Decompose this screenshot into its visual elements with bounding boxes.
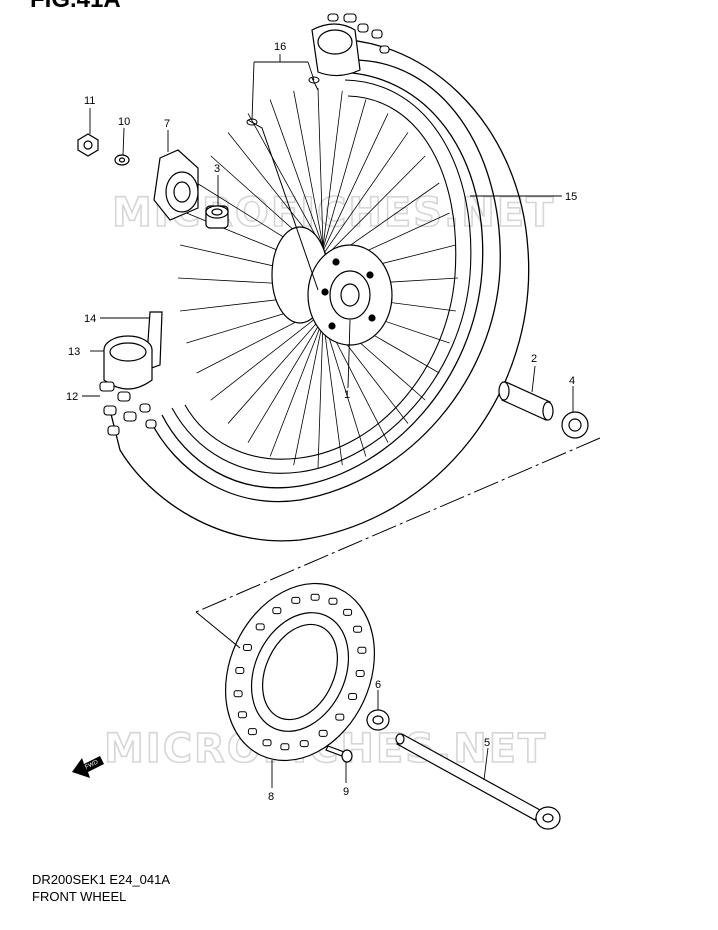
callout-labels: 16 11 10 7 3 15 14 13 12 1 2 4 6 5 8 9: [66, 41, 577, 803]
bearing-4: [561, 411, 589, 439]
leader-lines: [82, 54, 574, 788]
disc-hole: [237, 711, 247, 719]
spoke: [309, 132, 409, 275]
disc-screw-9: [325, 745, 353, 763]
callout-3: 3: [214, 163, 220, 175]
disc-hole: [247, 728, 257, 736]
callout-10: 10: [118, 116, 130, 128]
callout-4: 4: [569, 375, 575, 387]
rim-lock-top: [311, 23, 361, 77]
disc-hole: [299, 740, 309, 748]
tire-tread: [99, 13, 390, 436]
disc-hole: [291, 596, 301, 604]
callout-7: 7: [164, 118, 170, 130]
nut-11: [77, 133, 99, 157]
callout-14: 14: [84, 313, 96, 325]
disc-hole: [343, 608, 353, 616]
disc-hole: [357, 646, 367, 654]
hub: [271, 226, 393, 346]
disc-hole: [318, 729, 328, 737]
fwd-label: FWD: [84, 759, 100, 770]
figure-title: FIG.41A: [30, 0, 121, 14]
washer-10: [114, 154, 130, 166]
tire: [109, 38, 530, 542]
brake-disc-holes: [233, 593, 367, 751]
callout-6: 6: [375, 679, 381, 691]
callout-8: 8: [268, 791, 274, 803]
callout-2: 2: [531, 353, 537, 365]
disc-hole: [348, 693, 358, 701]
disc-hole: [242, 643, 252, 651]
diagram-code: DR200SEK1 E24_041A: [32, 872, 171, 887]
diagram-name: FRONT WHEEL: [32, 889, 127, 904]
axle-5: [395, 733, 561, 830]
rim-band-and-tube: [103, 311, 163, 390]
disc-hole: [272, 607, 282, 615]
disc-hole: [310, 593, 320, 601]
callout-15: 15: [565, 191, 577, 203]
collar-6: [366, 709, 390, 731]
callout-13: 13: [68, 346, 80, 358]
fwd-arrow-icon: FWD: [72, 756, 104, 778]
callout-9: 9: [343, 786, 349, 798]
disc-hole: [328, 597, 338, 605]
disc-hole: [255, 623, 265, 631]
disc-hole: [262, 739, 272, 747]
assembly-guide-lines: [195, 437, 601, 649]
callout-1: 1: [344, 389, 350, 401]
disc-hole: [235, 667, 245, 675]
speedometer-gearbox-7: [153, 149, 199, 221]
callout-11: 11: [84, 95, 95, 107]
disc-hole: [280, 743, 290, 751]
callout-16: 16: [274, 41, 286, 53]
callout-12: 12: [66, 391, 78, 403]
disc-hole: [355, 669, 365, 677]
spoke: [315, 155, 426, 267]
spacer-2: [498, 381, 554, 421]
disc-hole: [353, 625, 363, 633]
callout-5: 5: [484, 737, 490, 749]
bearing-3: [205, 205, 229, 229]
disc-hole: [335, 713, 345, 721]
disc-hole: [233, 690, 243, 698]
